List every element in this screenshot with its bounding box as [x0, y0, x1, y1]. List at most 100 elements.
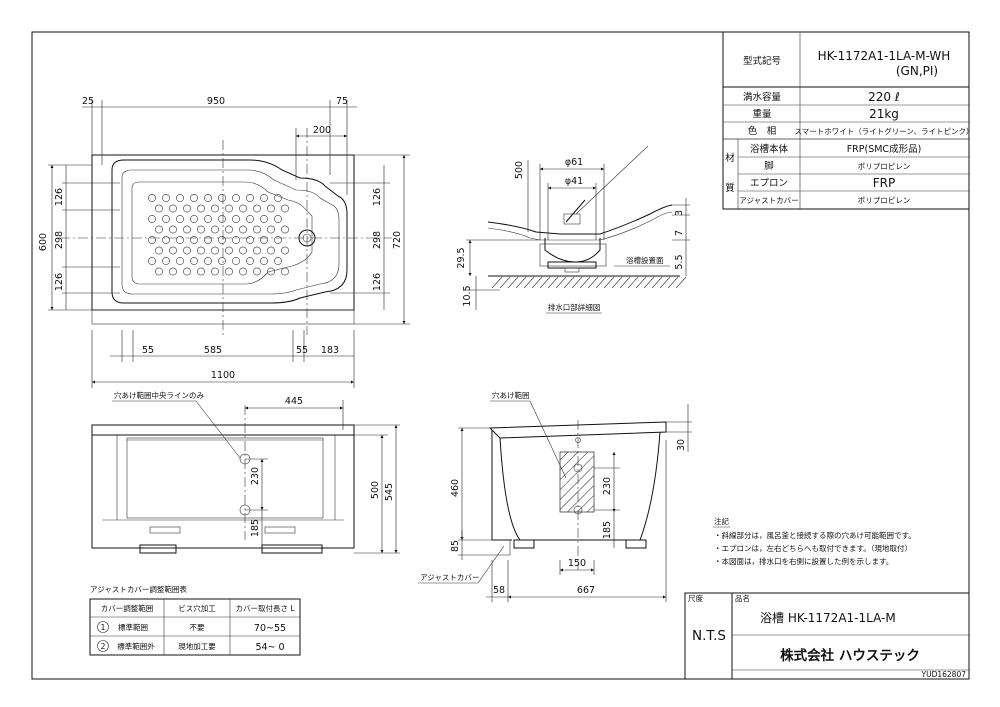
dim-l126b: 126 — [54, 273, 65, 291]
side-hole-label: 穴あけ範囲 — [492, 390, 530, 400]
anti-slip-dot — [190, 194, 198, 202]
anti-slip-dot — [169, 246, 177, 255]
dim-l298: 298 — [54, 231, 65, 249]
anti-slip-dot — [267, 246, 275, 255]
anti-slip-dot — [274, 257, 282, 265]
dim-front-545: 545 — [384, 483, 395, 501]
anti-slip-dot — [239, 246, 247, 255]
notes: 注記 ・斜線部分は，風呂釜と接続する際の穴あけ可能範囲です。 ・エプロンは，左右… — [713, 516, 916, 566]
floor-hatch-line — [659, 276, 671, 289]
anti-slip-dot — [225, 246, 233, 255]
adjust-row2-num: 2 — [101, 642, 106, 651]
top-view — [60, 128, 392, 335]
anti-slip-dot — [162, 257, 170, 265]
anti-slip-dot — [260, 215, 268, 223]
anti-slip-dot — [183, 246, 191, 255]
adjust-row1-range: 標準範囲 — [118, 622, 148, 632]
dim-460: 460 — [450, 479, 461, 497]
anti-slip-dot — [211, 204, 219, 213]
dim-1100: 1100 — [211, 370, 235, 381]
floor-hatch-line — [643, 276, 655, 289]
floor-hatch-line — [491, 276, 503, 289]
anti-slip-dot — [183, 225, 191, 234]
floor-hatch-line — [499, 276, 511, 289]
anti-slip-dot — [148, 236, 156, 244]
dim-front-230: 230 — [250, 467, 261, 485]
anti-slip-dot — [155, 267, 163, 276]
anti-slip-dot — [190, 215, 198, 223]
floor-hatch-line — [523, 276, 535, 289]
floor-hatch-line — [603, 276, 615, 289]
adjust-row2-length: 54~ 0 — [255, 642, 284, 653]
anti-slip-dot — [169, 204, 177, 213]
anti-slip-dot — [246, 257, 254, 265]
spec-weight-value: 21kg — [869, 107, 899, 121]
dim-950: 950 — [207, 96, 225, 107]
adjust-row1-num: 1 — [101, 623, 106, 632]
anti-slip-dot — [253, 267, 261, 276]
spec-color-value: スマートホワイト（ライトグリーン、ライトピンク） — [795, 126, 974, 136]
anti-slip-dot — [239, 225, 247, 234]
dim-side-185: 185 — [602, 521, 613, 539]
front-view: 445 230 185 500 545 穴あけ範囲中央ラインのみ — [91, 390, 400, 554]
adjust-row2-range: 標準範囲外 — [117, 641, 155, 651]
dim-200: 200 — [313, 125, 331, 136]
dim-r126a: 126 — [372, 188, 383, 206]
dim-10-5: 10.5 — [462, 285, 473, 306]
anti-slip-dot — [281, 204, 289, 213]
dim-7: 7 — [674, 230, 685, 236]
sheet-border — [31, 31, 970, 680]
side-view: 230 185 150 30 460 85 58 667 穴あけ範囲 アジャスト… — [418, 390, 692, 602]
dim-58: 58 — [493, 585, 505, 596]
anti-slip-dot — [281, 246, 289, 255]
anti-slip-dot — [225, 204, 233, 213]
dim-30: 30 — [676, 439, 687, 451]
floor-hatch-line — [555, 276, 567, 289]
anti-slip-dot — [232, 194, 240, 202]
anti-slip-dot — [218, 194, 226, 202]
dim-720: 720 — [392, 231, 403, 249]
notes-title: 注記 — [714, 516, 729, 526]
anti-slip-dot — [204, 257, 212, 265]
floor-hatch-line — [635, 276, 647, 289]
floor-hatch-line — [667, 276, 679, 289]
anti-slip-dot — [176, 215, 184, 223]
anti-slip-dot — [260, 257, 268, 265]
anti-slip-dot — [162, 236, 170, 244]
anti-slip-dot — [225, 225, 233, 234]
anti-slip-dot — [281, 267, 289, 276]
dim-r298: 298 — [372, 231, 383, 249]
anti-slip-dot — [253, 204, 261, 213]
spec-apron-label: エプロン — [750, 178, 788, 189]
anti-slip-dot — [246, 236, 254, 244]
anti-slip-dot — [246, 194, 254, 202]
note-3: ・本図面は，排水口を右側に設置した例を示します。 — [714, 556, 893, 566]
adjust-header-length: カバー取付長さ L — [235, 603, 295, 613]
spec-capacity-label: 満水容量 — [743, 91, 782, 103]
company-name: 株式会社 ハウステック — [780, 647, 920, 664]
anti-slip-dot — [225, 267, 233, 276]
dim-85: 85 — [450, 540, 461, 552]
anti-slip-dot — [211, 267, 219, 276]
floor-hatch-line — [563, 276, 575, 289]
anti-slip-dot — [197, 204, 205, 213]
anti-slip-dot — [267, 267, 275, 276]
anti-slip-dot — [155, 225, 163, 234]
spec-body-label: 浴槽本体 — [750, 143, 789, 155]
spec-body-value: FRP(SMC成形品) — [847, 143, 922, 155]
adjust-header-range: カバー調整範囲 — [101, 603, 154, 613]
anti-slip-dot — [148, 257, 156, 265]
dim-5-5: 5.5 — [674, 254, 685, 269]
anti-slip-dot — [176, 236, 184, 244]
floor-hatch-line — [531, 276, 543, 289]
anti-slip-dot — [190, 236, 198, 244]
dim-drain-500: 500 — [514, 161, 525, 179]
spec-table: 型式記号 HK-1172A1-1LA-M-WH (GN,PI) 満水容量 220… — [722, 31, 974, 210]
spec-capacity-value: 220 ℓ — [868, 90, 900, 104]
floor-hatch — [491, 276, 687, 289]
anti-slip-dot — [239, 267, 247, 276]
spec-adjust-label: アジャストカバー — [739, 196, 798, 205]
dim-445: 445 — [285, 396, 303, 407]
